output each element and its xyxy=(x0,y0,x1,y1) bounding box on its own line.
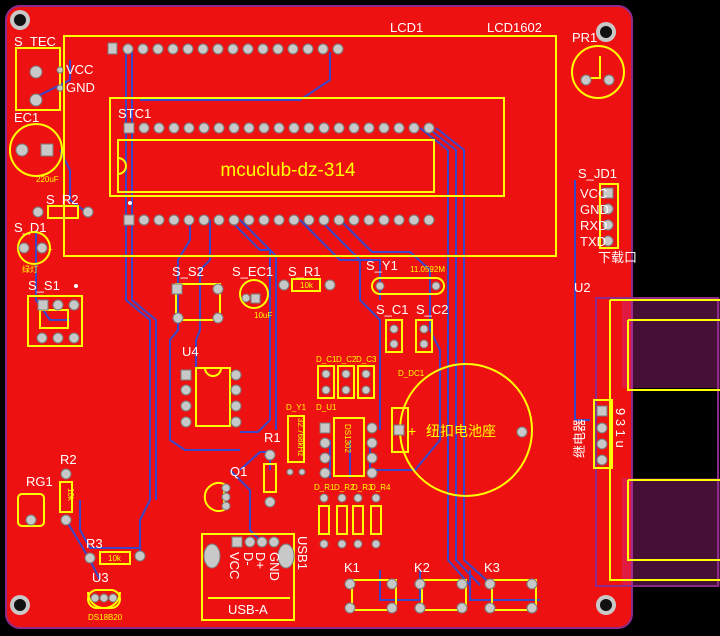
jd-gnd: GND xyxy=(580,202,609,217)
d-resistors: D_R1 D_R2 D_R3 D_R4 xyxy=(314,483,391,549)
stc1-mcu: STC1 mcuclub-dz-314 xyxy=(117,106,435,226)
s-y1-value: 11.0592M xyxy=(410,265,445,274)
s-d1: S_D1 + 绿灯 xyxy=(14,220,53,274)
tec-vcc: VCC xyxy=(66,62,93,77)
r2: R2 10k xyxy=(59,452,77,526)
ds18b20-label: DS18B20 xyxy=(88,613,123,622)
d-y1-crystal: D_Y1 32.768kHz xyxy=(286,403,307,476)
usb-vcc: VCC xyxy=(227,552,242,579)
board-copper xyxy=(6,6,632,628)
d-c3-label: D_C3 xyxy=(356,355,377,364)
usb-gnd: GND xyxy=(267,552,282,581)
s-s1-switch: S_S1 xyxy=(27,278,83,347)
tec-gnd: GND xyxy=(66,80,95,95)
jd-vcc: VCC xyxy=(580,186,607,201)
s-tec-label: S_TEC xyxy=(14,34,56,49)
lcd1602-label: LCD1602 xyxy=(487,20,542,35)
k3-label: K3 xyxy=(484,560,500,575)
s-r1-value: 10k xyxy=(300,281,314,290)
board-outline xyxy=(5,5,633,629)
d-r4-label: D_R4 xyxy=(370,483,391,492)
s-s1-label: S_S1 xyxy=(28,278,60,293)
u2-relay-label: 继电器 xyxy=(572,419,587,458)
u4-ic: U4 xyxy=(180,344,242,428)
u3-label: U3 xyxy=(92,570,109,585)
lcd1-label: LCD1 xyxy=(390,20,423,35)
s-r2: S_R2 xyxy=(32,192,94,219)
lcd1602: LCD1 LCD1602 xyxy=(63,20,557,257)
s-s2-switch: S_S2 xyxy=(171,264,224,324)
green-led-label: 绿灯 xyxy=(22,264,38,274)
s-ec1-capacitor: S_EC1 10uF xyxy=(232,264,273,320)
s-s2-label: S_S2 xyxy=(172,264,204,279)
download-port: 下载口 xyxy=(598,250,637,265)
jd-txd: TXD xyxy=(580,234,606,249)
coin-battery-holder: + 纽扣电池座 xyxy=(391,363,533,497)
battery-label: 纽扣电池座 xyxy=(426,423,496,439)
s-c1-label: S_C1 xyxy=(376,302,409,317)
k1-label: K1 xyxy=(344,560,360,575)
usb-a-label: USB-A xyxy=(228,602,268,617)
r2-label: R2 xyxy=(60,452,77,467)
s-jd1-header: S_JD1 VCC GND RXD TXD 下载口 xyxy=(578,166,637,265)
relay-u2 xyxy=(593,297,720,587)
d-r1-label: D_R1 xyxy=(314,483,335,492)
d-r2-label: D_R2 xyxy=(334,483,355,492)
r3-value: 10k xyxy=(108,554,122,563)
s-y1-label: S_Y1 xyxy=(366,258,398,273)
pr1-label: PR1 xyxy=(572,30,597,45)
usb-dm: D- xyxy=(241,552,256,566)
s-c1-s-c2: S_C1 S_C2 xyxy=(376,302,449,353)
battery-plus: + xyxy=(408,423,416,439)
usb1-connector: VCC D- D+ GND USB1 USB-A xyxy=(201,533,310,621)
s-r2-label: S_R2 xyxy=(46,192,79,207)
r3-label: R3 xyxy=(86,536,103,551)
rg1-buzzer: RG1 xyxy=(17,474,53,527)
usb-dp: D+ xyxy=(253,552,268,569)
s-y1-crystal: S_Y1 11.0592M xyxy=(366,258,445,295)
r3: R3 10k xyxy=(84,536,146,565)
s-r1: S_R1 10k xyxy=(278,264,336,292)
d-y1-label: D_Y1 xyxy=(286,403,307,412)
u4-label: U4 xyxy=(182,344,199,359)
s-ec1-value: 10uF xyxy=(254,311,272,320)
u3-ds18b20: U3 DS18B20 xyxy=(87,570,123,622)
r2-value: 10k xyxy=(66,488,75,502)
jd-rxd: RXD xyxy=(580,218,607,233)
pr1-photoresistor: PR1 xyxy=(571,30,625,99)
ec1-label: EC1 xyxy=(14,110,39,125)
d-r3-label: D_R3 xyxy=(352,483,373,492)
d-c2-label: D_C2 xyxy=(336,355,357,364)
k2-label: K2 xyxy=(414,560,430,575)
d-u1-label: D_U1 xyxy=(316,403,337,412)
ec1-capacitor: EC1 220uF xyxy=(9,110,63,184)
keys: K1 K2 K3 xyxy=(344,560,538,614)
q1-label: Q1 xyxy=(230,464,247,479)
s-jd1-label: S_JD1 xyxy=(578,166,617,181)
s-tec: S_TEC VCC GND xyxy=(14,34,95,111)
r1: R1 xyxy=(263,430,281,508)
r1-label: R1 xyxy=(264,430,281,445)
s-c2-label: S_C2 xyxy=(416,302,449,317)
ds1302-label: DS1302 xyxy=(343,424,352,453)
s-d1-label: S_D1 xyxy=(14,220,47,235)
d-capacitors: D_C1 D_C2 D_C3 D_DC1 xyxy=(316,355,425,399)
q1-transistor: Q1 xyxy=(203,464,247,512)
board-title: mcuclub-dz-314 xyxy=(220,160,356,181)
d-dc1-label: D_DC1 xyxy=(398,369,425,378)
mounting-holes xyxy=(10,10,616,615)
s-d1-plus: + xyxy=(48,245,53,254)
u2-pin-labels: 9 3 1 u xyxy=(613,408,628,448)
u2-label: U2 xyxy=(574,280,591,295)
usb1-label: USB1 xyxy=(295,536,310,570)
d-c1-label: D_C1 xyxy=(316,355,337,364)
d-y1-value: 32.768kHz xyxy=(296,418,305,456)
stc1-label: STC1 xyxy=(118,106,151,121)
ec1-value: 220uF xyxy=(36,175,59,184)
d-u1-ds1302: D_U1 DS1302 xyxy=(316,403,378,479)
s-ec1-label: S_EC1 xyxy=(232,264,273,279)
rg1-label: RG1 xyxy=(26,474,53,489)
s-r1-label: S_R1 xyxy=(288,264,321,279)
